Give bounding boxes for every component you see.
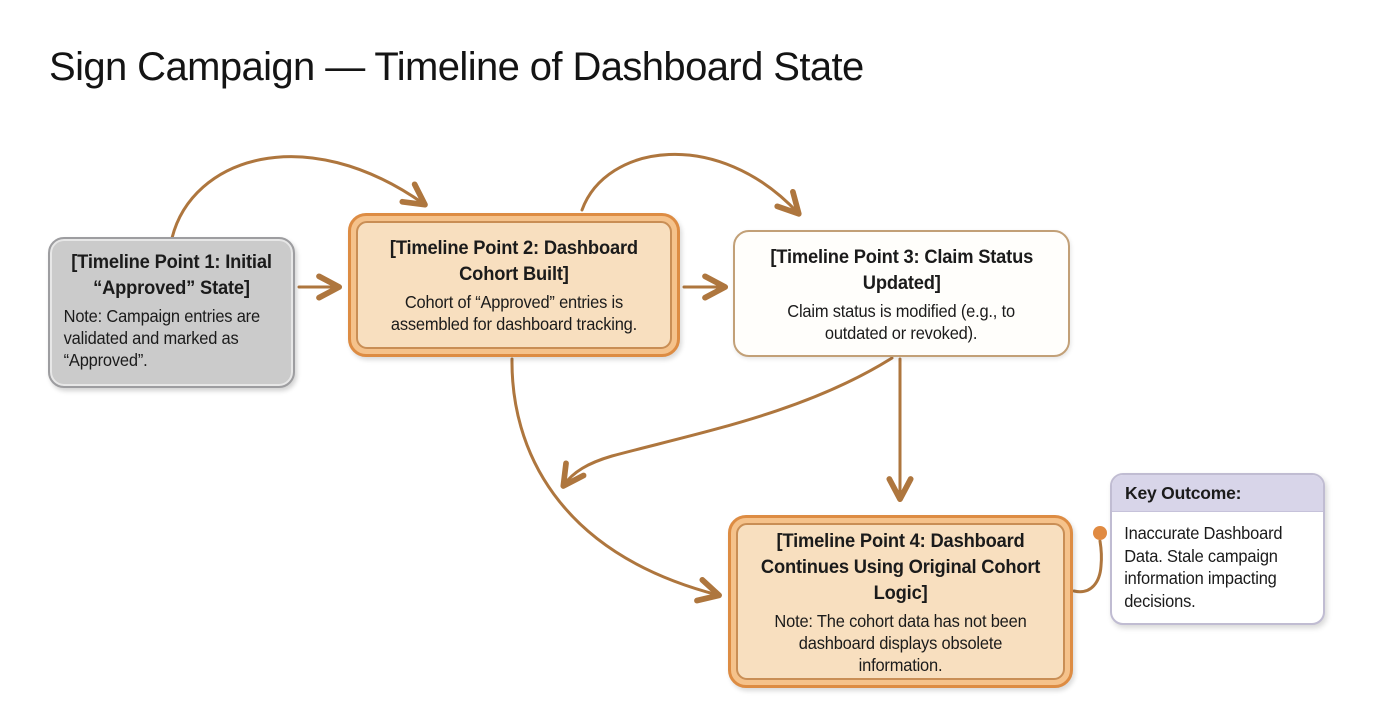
edge-p2-p4-curve [510, 357, 722, 604]
node-point4-title: [Timeline Point 4: Dashboard Continues U… [760, 529, 1041, 604]
node-timeline-point-1: [Timeline Point 1: Initial “Approved” St… [48, 237, 295, 388]
key-outcome-body: Inaccurate Dashboard Data. Stale campaig… [1124, 523, 1283, 611]
node-point2-panel: [Timeline Point 2: Dashboard Cohort Buil… [356, 221, 672, 349]
node-timeline-point-3: [Timeline Point 3: Claim Status Updated]… [733, 230, 1070, 357]
node-point1-title: [Timeline Point 1: Initial “Approved” St… [71, 251, 272, 299]
node-timeline-point-2: [Timeline Point 2: Dashboard Cohort Buil… [348, 213, 680, 357]
node-point1-body: Note: Campaign entries are validated and… [63, 306, 260, 370]
connector-dot [1093, 526, 1107, 540]
node-point3-title: [Timeline Point 3: Claim Status Updated] [770, 245, 1033, 294]
node-point3-body: Claim status is modified (e.g., to outda… [787, 300, 1016, 343]
key-outcome-card: Key Outcome: Inaccurate Dashboard Data. … [1110, 473, 1325, 625]
node-point2-title: [Timeline Point 2: Dashboard Cohort Buil… [389, 237, 639, 285]
node-timeline-point-4: [Timeline Point 4: Dashboard Continues U… [728, 515, 1073, 688]
page-title: Sign Campaign — Timeline of Dashboard St… [49, 45, 864, 89]
edge-p1-p2-arc [170, 155, 428, 240]
node-point2-body: Cohort of “Approved” entries is assemble… [390, 292, 638, 334]
key-outcome-header: Key Outcome: [1112, 475, 1323, 512]
node-point4-body: Note: The cohort data has not been dashb… [774, 610, 1027, 675]
node-point4-panel: [Timeline Point 4: Dashboard Continues U… [736, 523, 1065, 680]
edge-p4-outcome-connector [1072, 539, 1103, 594]
edge-p2-p3-arc [580, 153, 802, 217]
edge-p3-merge-curve [560, 356, 894, 489]
